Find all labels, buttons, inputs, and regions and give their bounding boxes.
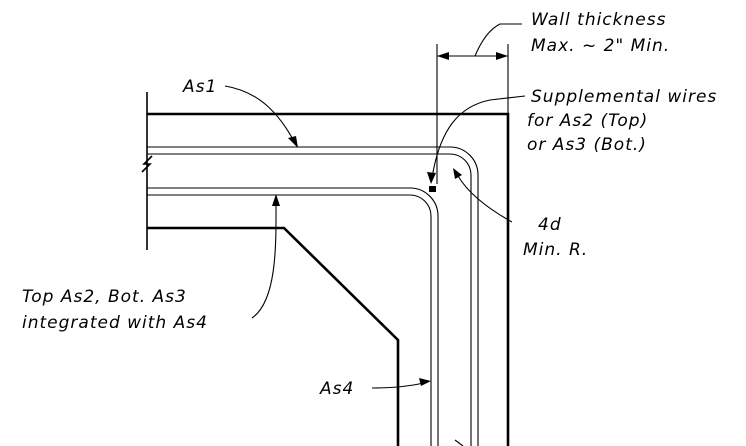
as1-leader — [224, 85, 297, 146]
as4-bar-outer-line — [147, 187, 439, 446]
dimension-arrow-right — [496, 52, 508, 60]
as4-leader — [371, 381, 429, 389]
top-as2-bot-as3-label: Top As2, Bot. As3 — [22, 287, 187, 307]
reinforcement-bars — [147, 146, 479, 446]
as4-bar-inner-line — [147, 194, 432, 446]
radius-leader — [457, 175, 513, 223]
dimension-arrow-left — [437, 52, 449, 60]
supplemental-wires-label: Supplemental wires — [531, 87, 717, 107]
break-symbol — [141, 155, 153, 173]
wall-thickness-label: Wall thickness — [531, 10, 666, 30]
radius-leader-arrow — [453, 168, 462, 179]
wall-thickness-range-label: Max. ~ 2" Min. — [531, 36, 670, 56]
supplemental-wires-top-label: for As2 (Top) — [527, 111, 648, 131]
top-as2-leader-arrow — [272, 194, 280, 206]
top-as2-leader — [251, 197, 277, 319]
leaders — [224, 85, 526, 389]
integrated-with-as4-label: integrated with As4 — [22, 313, 208, 333]
wall-thickness-dimension — [436, 23, 522, 184]
as1-label: As1 — [182, 77, 217, 97]
inner-concrete-face-with-haunch — [147, 226, 400, 446]
as1-bar-inner-line — [147, 153, 472, 446]
supplemental-wires-arrow — [427, 172, 436, 184]
radius-min-label: Min. R. — [523, 240, 588, 260]
cut-line-mark — [454, 439, 464, 446]
supplemental-wires-bot-label: or As3 (Bot.) — [527, 135, 647, 155]
supplemental-wires-leader — [431, 95, 526, 179]
as1-leader-arrow — [288, 136, 298, 148]
labels: Wall thickness Max. ~ 2" Min. As1 Supple… — [22, 10, 717, 399]
as4-label: As4 — [319, 379, 354, 399]
radius-value-label: 4d — [538, 215, 562, 235]
as4-leader-arrow — [419, 378, 431, 386]
supplemental-wire-dot — [429, 186, 436, 192]
as1-bar-outer-line — [147, 146, 479, 446]
wall-thickness-leader — [474, 23, 522, 57]
